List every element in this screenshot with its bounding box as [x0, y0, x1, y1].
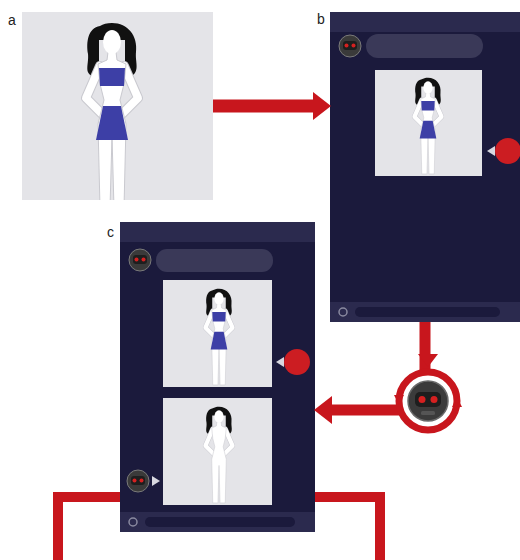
flow-arrow: [213, 100, 313, 113]
chat-window: b: [330, 12, 520, 322]
image-panel: a: [22, 12, 213, 200]
chat-window: c: [120, 222, 315, 532]
panel-c-art: [120, 222, 315, 532]
panel-label: c: [107, 224, 114, 240]
panel-label: a: [8, 12, 16, 28]
bot-cycle-symbol: [394, 372, 462, 430]
panel-b-art: [330, 12, 520, 322]
panel-label: b: [317, 11, 325, 27]
arrow-head: [418, 354, 438, 367]
flow-arrow: [332, 322, 425, 410]
